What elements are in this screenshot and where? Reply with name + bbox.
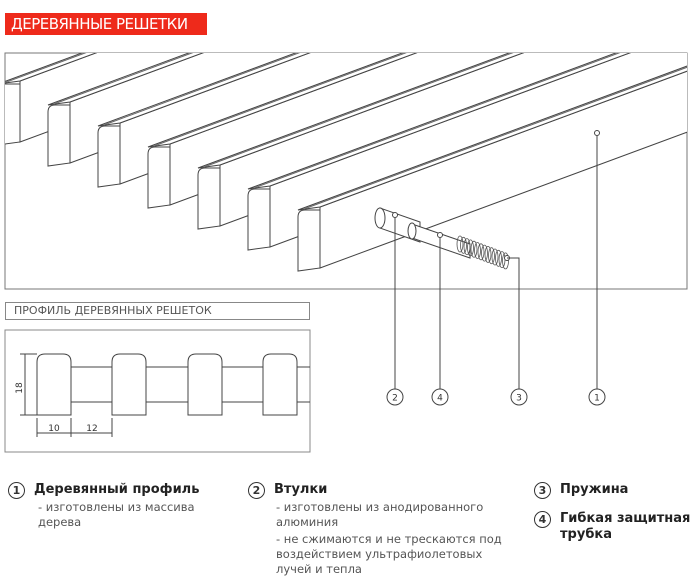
legend-label: Деревянный профиль xyxy=(34,482,200,497)
spring-coil xyxy=(495,249,502,267)
spring-coil xyxy=(502,252,509,270)
slat-edge-line xyxy=(203,53,514,168)
spring-coil xyxy=(463,238,471,256)
tube-end xyxy=(407,222,417,240)
legend-note: - изготовлены из анодированного алюминия xyxy=(276,500,484,529)
slat-front-face xyxy=(147,146,171,209)
connector-bar xyxy=(71,366,310,403)
callout-anchor xyxy=(392,212,398,218)
dimension-lines xyxy=(20,353,113,437)
slat-front-face xyxy=(47,104,71,167)
dim-width-label: 10 xyxy=(48,424,60,434)
profile-block xyxy=(36,353,72,416)
callout-leader xyxy=(507,257,520,389)
slat-edge-line xyxy=(153,53,407,147)
callout-number: 2 xyxy=(392,394,398,404)
callout-number: 1 xyxy=(594,394,600,404)
callout-number: 1 xyxy=(8,482,25,499)
slat-edge-line xyxy=(103,53,301,126)
profile-block xyxy=(111,353,147,416)
spring-coil xyxy=(467,239,474,257)
legend-label: Втулки xyxy=(274,482,328,497)
slat-front-face xyxy=(5,83,21,145)
callout-anchor xyxy=(437,232,443,238)
bushing-end xyxy=(374,207,386,229)
callout-number: 4 xyxy=(534,511,551,528)
slat-top-face xyxy=(5,53,98,84)
slat-edge-line xyxy=(53,53,194,105)
spring-coil xyxy=(477,243,485,261)
callout-number: 3 xyxy=(516,394,522,404)
spring-icon xyxy=(456,235,509,270)
profile-block xyxy=(187,353,223,416)
spring-coil xyxy=(481,244,488,262)
legend-label: Гибкая защитная трубка xyxy=(560,511,691,542)
slat-top-face xyxy=(297,65,687,211)
callout-circle xyxy=(588,388,606,406)
legend-note: - изготовлены из массива дерева xyxy=(38,500,195,529)
dim-gap-label: 12 xyxy=(86,424,97,434)
callout-circle xyxy=(510,388,528,406)
slat-front-face xyxy=(97,125,121,188)
spring-coil xyxy=(484,245,492,263)
slat-edge-line xyxy=(253,53,621,189)
callout-circle xyxy=(431,388,449,406)
callout-number: 3 xyxy=(534,482,551,499)
slat-edge-line xyxy=(303,66,687,210)
page-title: ДЕРЕВЯННЫЕ РЕШЕТКИ xyxy=(5,13,207,35)
spring-coil xyxy=(474,242,481,259)
spring-coil xyxy=(491,248,499,266)
spring-coil xyxy=(456,235,464,253)
spring-coil xyxy=(488,247,495,265)
slat-front-face xyxy=(197,167,221,230)
callout-anchor xyxy=(594,130,600,136)
legend-label: Пружина xyxy=(560,482,629,497)
spring-coil xyxy=(470,240,478,258)
profile-drawing xyxy=(20,353,310,437)
profile-title: ПРОФИЛЬ ДЕРЕВЯННЫХ РЕШЕТОК xyxy=(5,302,310,320)
slat-front-face xyxy=(297,209,321,272)
callout-circle xyxy=(386,388,404,406)
profile-block xyxy=(262,353,298,416)
callout-number: 2 xyxy=(248,482,265,499)
callout-lines: 2 4 3 1 xyxy=(386,130,606,406)
legend-note: - не сжимаются и не трескаются под возде… xyxy=(276,532,502,576)
slat-front-face xyxy=(247,188,271,251)
dim-height-label: 18 xyxy=(15,382,25,394)
spring-coil xyxy=(460,236,467,254)
wooden-slats xyxy=(5,53,687,272)
callout-number: 4 xyxy=(437,394,443,404)
